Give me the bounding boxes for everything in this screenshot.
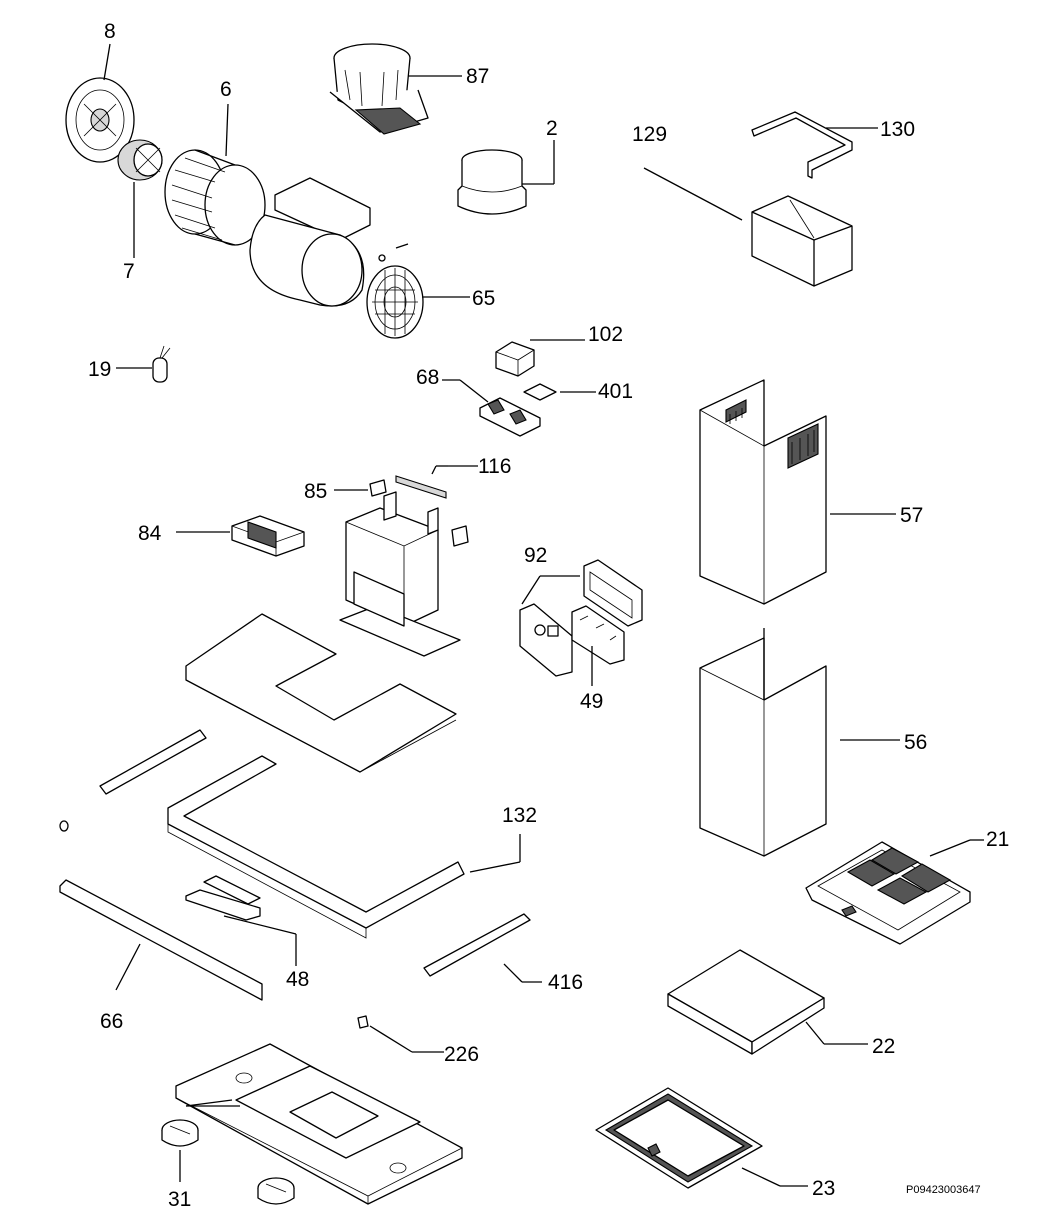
motor-box: [339, 491, 469, 657]
label-85: 85: [304, 480, 327, 503]
label-416: 416: [548, 971, 583, 994]
part-401-pad: [523, 383, 557, 401]
part-21-filter-frame: [805, 841, 971, 945]
part-92-control-frame: [583, 559, 643, 627]
small-screw: [59, 820, 69, 832]
label-65: 65: [472, 287, 495, 310]
part-66-front-strip: [59, 879, 263, 1001]
label-49: 49: [580, 690, 603, 713]
label-22: 22: [872, 1035, 895, 1058]
part-226-fastener: [357, 1015, 369, 1029]
label-23: 23: [812, 1177, 835, 1200]
part-129-box: [751, 195, 853, 287]
part-65-grille: [366, 243, 424, 339]
label-84: 84: [138, 522, 162, 545]
label-116: 116: [478, 455, 511, 478]
label-226: 226: [444, 1043, 479, 1066]
label-19: 19: [88, 358, 111, 381]
label-68: 68: [416, 366, 439, 389]
part-23-grease-filter: [595, 1087, 763, 1189]
part-8-motor-plate: [65, 77, 135, 163]
part-2-duct-ring: [457, 149, 527, 215]
fan-housing: [249, 177, 371, 307]
part-7-motor: [117, 139, 163, 181]
part-31-knob-a: [161, 1119, 199, 1147]
part-85-clip: [369, 479, 387, 497]
part-102-junction-box: [495, 341, 535, 377]
part-19-capacitor: [152, 345, 171, 383]
label-8: 8: [104, 20, 116, 43]
label-2: 2: [546, 117, 558, 140]
label-92: 92: [524, 544, 547, 567]
label-21: 21: [986, 828, 1009, 851]
label-130: 130: [880, 118, 915, 141]
label-56: 56: [904, 731, 927, 754]
part-116-strip: [395, 475, 447, 499]
part-6-fan-wheel: [164, 149, 266, 246]
part-130-bracket: [751, 111, 853, 179]
part-84-lamp-holder: [231, 515, 305, 557]
part-68-terminal-block: [479, 397, 541, 437]
label-48: 48: [286, 968, 309, 991]
label-6: 6: [220, 78, 232, 101]
label-129: 129: [632, 123, 667, 146]
label-7: 7: [123, 260, 135, 283]
part-416-side-strip: [423, 913, 531, 977]
canopy-top-plate: [185, 613, 457, 773]
label-102: 102: [588, 323, 623, 346]
label-87: 87: [466, 65, 489, 88]
label-57: 57: [900, 504, 923, 527]
label-401: 401: [598, 380, 633, 403]
canopy-body: [175, 1043, 463, 1205]
side-rod: [99, 729, 207, 795]
part-49-control-panel: [571, 605, 625, 665]
label-31: 31: [168, 1188, 191, 1211]
part-56-lower-chimney: [699, 628, 827, 857]
part-92-control-board: [519, 603, 573, 677]
part-22-charcoal-filter: [667, 949, 825, 1055]
part-31-knob-b: [257, 1177, 295, 1205]
part-48-light-strip: [185, 875, 261, 921]
part-57-upper-chimney: [699, 379, 827, 605]
drawing-code: P09423003647: [906, 1184, 981, 1196]
part-87-outlet-spigot: [329, 43, 429, 135]
part-132-canopy-frame: [167, 755, 465, 939]
label-132: 132: [502, 804, 537, 827]
label-66: 66: [100, 1010, 123, 1033]
